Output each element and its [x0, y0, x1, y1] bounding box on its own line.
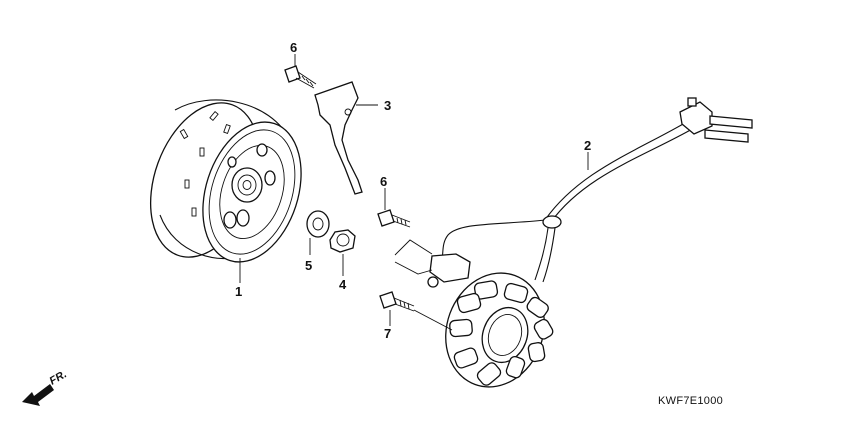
stator-wire-part [427, 97, 753, 388]
leader-lines [239, 54, 589, 331]
callout-bolt-mid: 6 [380, 174, 387, 189]
diagram-code: KWF7E1000 [658, 395, 723, 407]
bracket-part [314, 81, 363, 195]
callout-bolt-top: 6 [290, 40, 297, 55]
callout-flywheel: 1 [235, 284, 242, 299]
callout-bracket: 3 [384, 98, 391, 113]
callout-nut: 4 [339, 277, 347, 292]
washer-part [306, 210, 330, 238]
callout-washer: 5 [305, 258, 312, 273]
bolt-top-part [284, 65, 317, 89]
bolt-mid-part [377, 209, 411, 228]
nut-part [329, 229, 356, 253]
bolt-stator-part [379, 291, 415, 312]
callout-stator-wire: 2 [584, 138, 591, 153]
flywheel-part [149, 99, 302, 263]
front-arrow-icon [22, 384, 54, 406]
callout-bolt-stator: 7 [384, 326, 391, 341]
front-direction-label: FR. [48, 368, 69, 387]
front-direction-indicator: FR. [22, 368, 69, 406]
